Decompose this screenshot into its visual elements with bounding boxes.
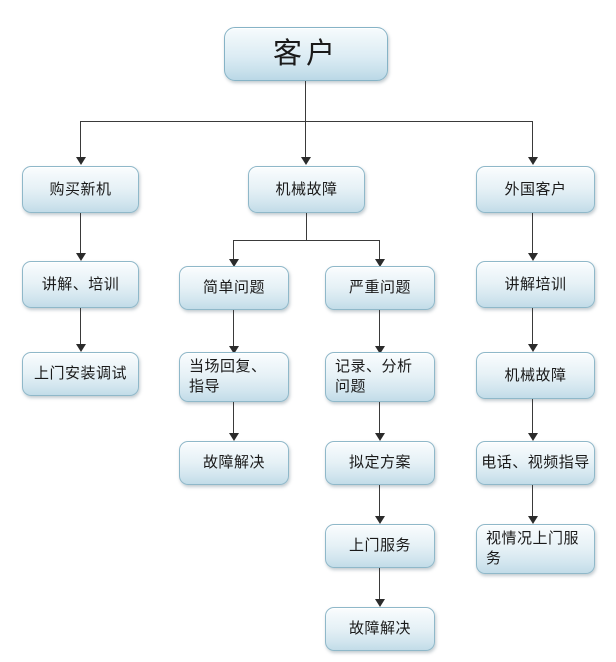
node-label: 拟定方案 bbox=[348, 454, 411, 471]
connector-root-stem bbox=[305, 81, 306, 121]
connector-root-to-col3 bbox=[532, 121, 533, 159]
connector-root-to-col2 bbox=[305, 121, 306, 159]
node-label: 故障解决 bbox=[348, 620, 411, 637]
node-label: 讲解培训 bbox=[504, 275, 567, 293]
connector-b2b-n2-n3 bbox=[379, 485, 380, 518]
connector-root-to-col1 bbox=[80, 121, 81, 159]
arrowhead-b1-n2 bbox=[76, 344, 86, 352]
node-serious-problem[interactable]: 严重问题 bbox=[325, 266, 435, 310]
node-label: 机械故障 bbox=[275, 180, 338, 198]
arrowhead-b2a-n1 bbox=[229, 346, 239, 354]
connector-b2b-n1-n2 bbox=[379, 402, 380, 435]
node-onsite-service[interactable]: 上门服务 bbox=[325, 524, 435, 568]
node-label: 当场回复、指导 bbox=[189, 358, 267, 395]
node-label: 电话、视频指导 bbox=[481, 454, 590, 471]
node-label: 严重问题 bbox=[348, 279, 411, 296]
connector-b2a-n1-n2 bbox=[233, 402, 234, 435]
arrowhead-fault-to-simple bbox=[229, 259, 239, 267]
node-phone-video-guidance[interactable]: 电话、视频指导 bbox=[476, 441, 595, 485]
arrowhead-b2b-n3 bbox=[375, 516, 385, 524]
node-onsite-reply-guidance[interactable]: 当场回复、指导 bbox=[179, 352, 289, 402]
node-label: 客户 bbox=[272, 38, 339, 70]
connector-b1-n1-n2 bbox=[80, 308, 81, 346]
node-label: 购买新机 bbox=[49, 180, 112, 198]
node-label: 外国客户 bbox=[504, 180, 567, 198]
connector-b2b-n0-n1 bbox=[379, 310, 380, 348]
node-draft-plan[interactable]: 拟定方案 bbox=[325, 441, 435, 485]
arrowhead-root-to-col1 bbox=[76, 157, 86, 165]
arrowhead-b3-n3 bbox=[528, 433, 538, 441]
node-label: 讲解、培训 bbox=[41, 275, 120, 293]
node-fault-resolved-simple[interactable]: 故障解决 bbox=[179, 441, 289, 485]
connector-b3-n2-n3 bbox=[532, 399, 533, 435]
connector-b3-n1-n2 bbox=[532, 308, 533, 346]
node-label: 故障解决 bbox=[202, 454, 265, 471]
connector-root-bus bbox=[80, 121, 532, 122]
node-label: 上门安装调试 bbox=[33, 365, 127, 382]
node-onsite-install-debug[interactable]: 上门安装调试 bbox=[22, 352, 139, 396]
connector-b2a-n0-n1 bbox=[233, 310, 234, 348]
node-explain-and-train[interactable]: 讲解、培训 bbox=[22, 261, 139, 308]
connector-fault-bus bbox=[233, 240, 379, 241]
connector-fault-to-serious bbox=[379, 240, 380, 261]
connector-b3-n3-n4 bbox=[532, 485, 533, 518]
arrowhead-b2b-n4 bbox=[375, 599, 385, 607]
connector-b3-n0-n1 bbox=[532, 213, 533, 255]
node-label: 记录、分析问题 bbox=[335, 358, 413, 395]
node-explain-train-foreign[interactable]: 讲解培训 bbox=[476, 261, 595, 308]
arrowhead-b3-n1 bbox=[528, 253, 538, 261]
node-onsite-service-as-needed[interactable]: 视情况上门服务 bbox=[476, 524, 595, 574]
arrowhead-b2b-n1 bbox=[375, 346, 385, 354]
connector-b2b-n3-n4 bbox=[379, 568, 380, 601]
node-fault-resolved-serious[interactable]: 故障解决 bbox=[325, 607, 435, 651]
node-label: 机械故障 bbox=[504, 366, 567, 384]
node-simple-problem[interactable]: 简单问题 bbox=[179, 266, 289, 310]
connector-fault-to-simple bbox=[233, 240, 234, 261]
node-mechanical-fault-foreign[interactable]: 机械故障 bbox=[476, 352, 595, 399]
connector-fault-stem bbox=[306, 213, 307, 240]
arrowhead-b3-n2 bbox=[528, 344, 538, 352]
arrowhead-root-to-col3 bbox=[528, 157, 538, 165]
arrowhead-b2b-n2 bbox=[375, 433, 385, 441]
node-purchase-new-machine[interactable]: 购买新机 bbox=[22, 166, 139, 213]
node-root-customer[interactable]: 客户 bbox=[224, 27, 388, 81]
arrowhead-b2a-n2 bbox=[229, 433, 239, 441]
arrowhead-root-to-col2 bbox=[301, 157, 311, 165]
node-label: 视情况上门服务 bbox=[486, 530, 580, 567]
node-label: 简单问题 bbox=[202, 279, 265, 296]
connector-b1-n0-n1 bbox=[80, 213, 81, 255]
node-mechanical-fault[interactable]: 机械故障 bbox=[248, 166, 365, 213]
arrowhead-b1-n1 bbox=[76, 253, 86, 261]
node-label: 上门服务 bbox=[348, 537, 411, 554]
node-foreign-customer[interactable]: 外国客户 bbox=[476, 166, 595, 213]
arrowhead-fault-to-serious bbox=[375, 259, 385, 267]
node-record-analyze-problem[interactable]: 记录、分析问题 bbox=[325, 352, 435, 402]
arrowhead-b3-n4 bbox=[528, 516, 538, 524]
